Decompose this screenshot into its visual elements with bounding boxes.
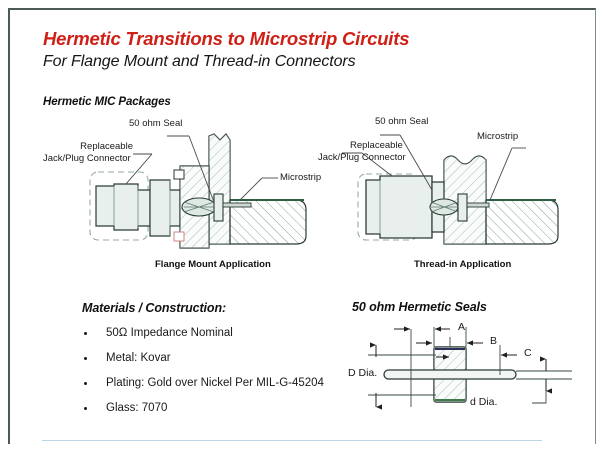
label-microstrip-thread: Microstrip	[477, 131, 519, 142]
list-item: Plating: Gold over Nickel Per MIL-G-4520…	[82, 377, 342, 402]
jack-plug-connector	[95, 179, 181, 237]
dim-label-B: B	[490, 335, 498, 347]
bullet-icon	[84, 332, 87, 335]
page-subtitle: For Flange Mount and Thread-in Connector…	[43, 53, 356, 70]
footer-rule	[42, 440, 542, 441]
dim-label-d-dia: d Dia.	[470, 396, 498, 408]
list-item: Glass: 7070	[82, 402, 342, 427]
bullet-icon	[84, 407, 87, 410]
label-jack-plug-connector-thread: Jack/Plug Connector	[318, 152, 406, 163]
diagram-flange-mount: 50 ohm Seal Replaceable Jack/Plug Connec…	[34, 118, 324, 278]
dim-label-A: A	[458, 321, 466, 333]
list-item-label: 50Ω Impedance Nominal	[106, 327, 233, 339]
fifty-ohm-seal-detail	[181, 193, 252, 222]
diagram-hermetic-seal: A B C D Dia. d Dia.	[348, 315, 600, 440]
label-replaceable-thread: Replaceable	[350, 140, 403, 151]
label-microstrip-flange: Microstrip	[280, 172, 322, 183]
flange-mount-drawing	[89, 133, 307, 249]
materials-list: 50Ω Impedance Nominal Metal: Kovar Plati…	[82, 327, 342, 427]
caption-flange-mount: Flange Mount Application	[155, 259, 271, 270]
label-jack-plug-connector-flange: Jack/Plug Connector	[43, 153, 131, 164]
list-item-label: Glass: 7070	[106, 402, 168, 414]
caption-thread-in: Thread-in Application	[414, 259, 512, 270]
dimension-d	[532, 356, 552, 404]
list-item: 50Ω Impedance Nominal	[82, 327, 342, 352]
page-title: Hermetic Transitions to Microstrip Circu…	[43, 28, 410, 49]
leader-lines	[125, 135, 278, 203]
section-heading-mic-packages: Hermetic MIC Packages	[43, 96, 171, 108]
section-heading-seals: 50 ohm Hermetic Seals	[352, 300, 487, 314]
dim-label-D-dia: D Dia.	[348, 367, 378, 379]
label-replaceable-flange: Replaceable	[80, 141, 133, 152]
bullet-icon	[84, 382, 87, 385]
list-item: Metal: Kovar	[82, 352, 342, 377]
label-50-ohm-seal-flange: 50 ohm Seal	[129, 118, 183, 129]
dim-label-C: C	[524, 347, 532, 359]
bullet-icon	[84, 357, 87, 360]
seal-center-pin	[383, 369, 517, 380]
list-item-label: Plating: Gold over Nickel Per MIL-G-4520…	[106, 377, 324, 389]
leader-lines	[342, 134, 526, 201]
section-heading-materials: Materials / Construction:	[82, 301, 227, 315]
diagram-thread-in: 50 ohm Seal Replaceable Jack/Plug Connec…	[318, 116, 605, 278]
hermetic-seal-drawing	[368, 326, 572, 410]
list-item-label: Metal: Kovar	[106, 352, 171, 364]
thread-in-drawing	[342, 134, 559, 245]
label-50-ohm-seal-thread: 50 ohm Seal	[375, 116, 429, 127]
fifty-ohm-seal-detail	[429, 193, 490, 222]
microstrip-substrate	[485, 199, 559, 245]
extension-lines	[368, 327, 572, 407]
